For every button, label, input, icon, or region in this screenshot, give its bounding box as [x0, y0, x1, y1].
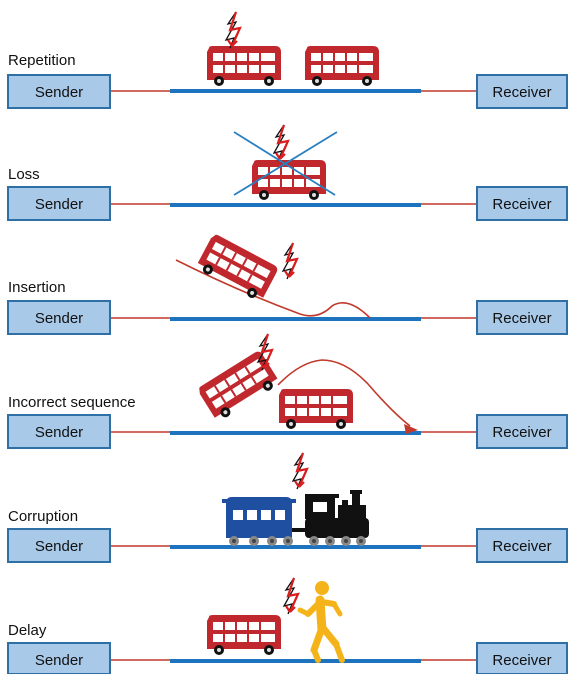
bus-icon: [193, 231, 281, 304]
sender-label: Sender: [35, 538, 83, 555]
locomotive-icon: [305, 490, 369, 546]
lightning-icon: [291, 451, 309, 491]
receiver-label: Receiver: [492, 84, 551, 101]
receiver-label: Receiver: [492, 538, 551, 555]
row-incorrect-sequence: Incorrect sequence Sender Receiver: [7, 332, 568, 449]
sender-label: Sender: [35, 84, 83, 101]
walking-person-icon: [297, 581, 345, 663]
row-repetition: Repetition Sender Receiver: [7, 10, 568, 109]
sender-label: Sender: [35, 424, 83, 441]
receiver-label: Receiver: [492, 652, 551, 669]
sender-box: [7, 642, 111, 674]
coupling: [292, 528, 306, 532]
sender-label: Sender: [35, 196, 83, 213]
bus-icon: [304, 45, 380, 87]
row-insertion: Insertion Sender Receiver: [7, 231, 568, 335]
row-label: Delay: [8, 622, 47, 639]
sequence-path: [277, 359, 411, 427]
row-corruption: Corruption Sender Receiver: [7, 451, 568, 563]
receiver-label: Receiver: [492, 310, 551, 327]
receiver-label: Receiver: [492, 424, 551, 441]
bus-icon: [206, 45, 282, 87]
lightning-icon: [281, 241, 299, 281]
sender-box: [7, 300, 111, 335]
sender-box: [7, 74, 111, 109]
cross-mark: [233, 131, 338, 196]
receiver-box: [476, 300, 568, 335]
bus-icon: [278, 388, 354, 430]
sender-box: [7, 414, 111, 449]
receiver-label: Receiver: [492, 196, 551, 213]
row-loss: Loss Sender Receiver: [7, 123, 568, 221]
sender-box: [7, 186, 111, 221]
lightning-icon: [272, 123, 290, 163]
sender-box: [7, 528, 111, 563]
lightning-icon: [224, 10, 242, 50]
bus-icon: [206, 614, 282, 656]
receiver-box: [476, 642, 568, 674]
receiver-box: [476, 74, 568, 109]
row-label: Incorrect sequence: [8, 394, 136, 411]
sender-label: Sender: [35, 652, 83, 669]
row-label: Corruption: [8, 508, 78, 525]
row-label: Insertion: [8, 279, 66, 296]
receiver-box: [476, 528, 568, 563]
row-label: Loss: [8, 166, 40, 183]
row-label: Repetition: [8, 52, 76, 69]
lightning-icon: [282, 576, 300, 616]
sender-label: Sender: [35, 310, 83, 327]
train-carriage-icon: [222, 497, 296, 546]
arrowhead: [404, 424, 418, 434]
receiver-box: [476, 414, 568, 449]
receiver-box: [476, 186, 568, 221]
insertion-path: [175, 259, 371, 319]
row-delay: Delay Sender Receiver: [7, 576, 568, 674]
